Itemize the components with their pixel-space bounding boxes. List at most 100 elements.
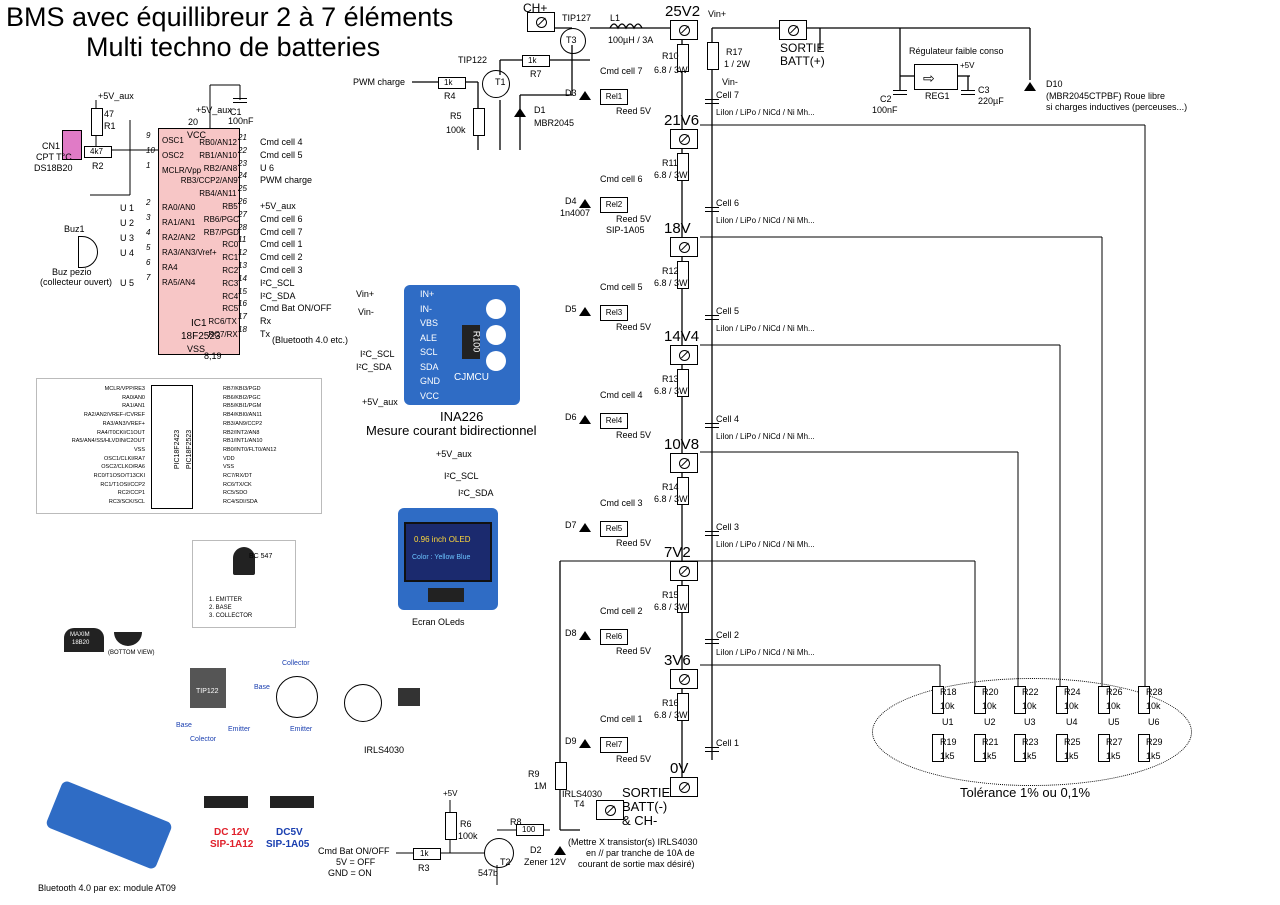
divider-bottom-value: 1k5 xyxy=(982,751,997,761)
c3-capacitor xyxy=(961,90,975,95)
cell-symbol xyxy=(705,747,719,752)
cell-chemistry: LiIon / LiPo / NiCd / Ni Mh... xyxy=(716,648,815,657)
balance-resistor xyxy=(677,585,689,613)
mcu-pin-net: Rx xyxy=(260,316,271,327)
divider-top-value: 10k xyxy=(1064,701,1079,711)
mcu-pin-number: 11 xyxy=(238,235,247,245)
mcu-pin-name: RB0/AN12 xyxy=(199,138,237,147)
ds18b20-bottom-view xyxy=(114,632,142,646)
mcu-pin-name: RC5 xyxy=(222,304,239,314)
mcu-pin-name: RB4/AN11 xyxy=(199,189,237,199)
divider-top-resistor xyxy=(1056,686,1068,714)
mcu-pin-name: RB2/AN8 xyxy=(203,163,238,173)
cn1-description: CPT T°C xyxy=(36,152,72,162)
vin-plus-label: Vin+ xyxy=(708,9,727,19)
ds18b20-brand: MAXIM xyxy=(70,632,90,638)
relay-coil: Rel6 xyxy=(600,629,628,645)
mcu-pin-name: OSC1 xyxy=(162,136,184,145)
ina226-subtitle: Mesure courant bidirectionnel xyxy=(366,423,537,438)
r8-resistor xyxy=(516,824,544,836)
mosfet-note-1: (Mettre X transistor(s) IRLS4030 xyxy=(568,837,698,847)
flyback-diode xyxy=(579,415,591,424)
flyback-diode xyxy=(579,523,591,532)
bluetooth-caption: Bluetooth 4.0 par ex: module AT09 xyxy=(38,883,176,893)
flyback-diode xyxy=(579,91,591,100)
reg1-regulator: ⇨ xyxy=(914,64,958,90)
divider-tap-label: U3 xyxy=(1024,717,1036,727)
ch-plus-terminal xyxy=(527,12,555,32)
r1-resistor xyxy=(91,108,103,136)
mcu-pin-net: U 3 xyxy=(120,233,135,243)
sortie-batt-plus-line1: SORTIE xyxy=(780,41,825,55)
ina226-pin-label: SCL xyxy=(420,347,438,357)
relay-coil: Rel3 xyxy=(600,305,628,321)
flyback-diode xyxy=(579,631,591,640)
pinout-right-label: RB2/INT2/AN8 xyxy=(223,429,260,436)
balance-resistor-value: 6.8 / 3W xyxy=(654,386,688,396)
r3-value: 1k xyxy=(420,849,429,858)
voltage-node-terminal xyxy=(670,453,698,473)
pinout-left-label: RC2/CCP1 xyxy=(117,490,145,497)
r17-value: 1 / 2W xyxy=(724,59,751,69)
r4-resistor xyxy=(438,77,466,89)
r8-label: R8 xyxy=(510,817,522,827)
cn1-part: DS18B20 xyxy=(34,163,73,173)
irls-caption: IRLS4030 xyxy=(364,745,405,755)
pinout-chip-body: PIC18F2423 PIC18F2523 xyxy=(151,385,193,509)
cell-symbol xyxy=(705,99,719,104)
divider-bottom-label: R19 xyxy=(940,737,957,747)
cell-chemistry: LiIon / LiPo / NiCd / Ni Mh... xyxy=(716,540,815,549)
t2-label: T2 xyxy=(500,857,511,867)
balance-resistor-value: 6.8 / 3W xyxy=(654,710,688,720)
divider-top-label: R20 xyxy=(982,687,999,697)
tip-colector-label: Colector xyxy=(190,736,217,743)
node-25v2-terminal xyxy=(670,20,698,40)
plus5v-label: +5V xyxy=(443,789,458,798)
divider-top-value: 10k xyxy=(1106,701,1121,711)
r10-resistor xyxy=(677,44,689,72)
balance-resistor-value: 6.8 / 3W xyxy=(654,170,688,180)
r4-label: R4 xyxy=(444,91,456,101)
divider-bottom-label: R21 xyxy=(982,737,999,747)
reed-label: Reed 5V xyxy=(616,106,652,116)
t1-transistor-symbol xyxy=(482,70,510,98)
pinout-chip-label-1: PIC18F2423 xyxy=(174,429,182,470)
sortie-minus-line1: SORTIE xyxy=(622,785,671,800)
divider-top-value: 10k xyxy=(1146,701,1161,711)
sortie-minus-line3: & CH- xyxy=(622,813,658,828)
balance-resistor-value: 6.8 / 3W xyxy=(654,278,688,288)
divider-bottom-value: 1k5 xyxy=(1022,751,1037,761)
pinout-chip-label-2: PIC18F2523 xyxy=(186,429,194,470)
mcu-pin-name: RC3 xyxy=(222,278,239,288)
r7-resistor xyxy=(522,55,550,67)
mcu-pin-net: Cmd cell 3 xyxy=(260,265,303,275)
oled-screen-line2: Color : Yellow Blue xyxy=(412,554,471,561)
ina226-pin-label: SDA xyxy=(420,361,439,372)
voltage-node-terminal xyxy=(670,669,698,689)
ds18b20-part: 18B20 xyxy=(72,640,90,646)
reg1-label: REG1 xyxy=(925,91,950,101)
balance-resistor xyxy=(677,693,689,721)
divider-top-label: R18 xyxy=(940,687,957,697)
divider-tap-label: U6 xyxy=(1148,717,1160,727)
sortie-batt-minus-terminal xyxy=(596,800,624,820)
voltage-node-label: 10V8 xyxy=(664,436,700,453)
pinout-left-label: RA1/AN1 xyxy=(122,403,145,410)
tip127-label: TIP127 xyxy=(562,13,592,23)
pinout-right-label: RB4/KBI0/AN11 xyxy=(223,412,263,419)
divider-top-label: R24 xyxy=(1064,687,1081,697)
d10-diode xyxy=(1024,82,1036,91)
cmd-cell-label: Cmd cell 6 xyxy=(600,174,643,184)
oled-screen: 0.96 inch OLED Color : Yellow Blue xyxy=(404,522,492,582)
ch-plus-label: CH+ xyxy=(523,1,548,15)
mcu-pin-net: Cmd cell 5 xyxy=(260,149,303,160)
mcu-pin-net: Cmd cell 6 xyxy=(260,213,303,224)
tolerance-note: Tolérance 1% ou 0,1% xyxy=(960,785,1091,800)
bc547-pin-3: 3. COLLECTOR xyxy=(209,613,253,619)
t3-label: T3 xyxy=(566,35,577,45)
cell-label: Cell 1 xyxy=(716,738,740,748)
r9-label: R9 xyxy=(528,769,540,779)
cell-chemistry: LiIon / LiPo / NiCd / Ni Mh... xyxy=(716,108,815,117)
diode-label: D9 xyxy=(565,736,577,746)
